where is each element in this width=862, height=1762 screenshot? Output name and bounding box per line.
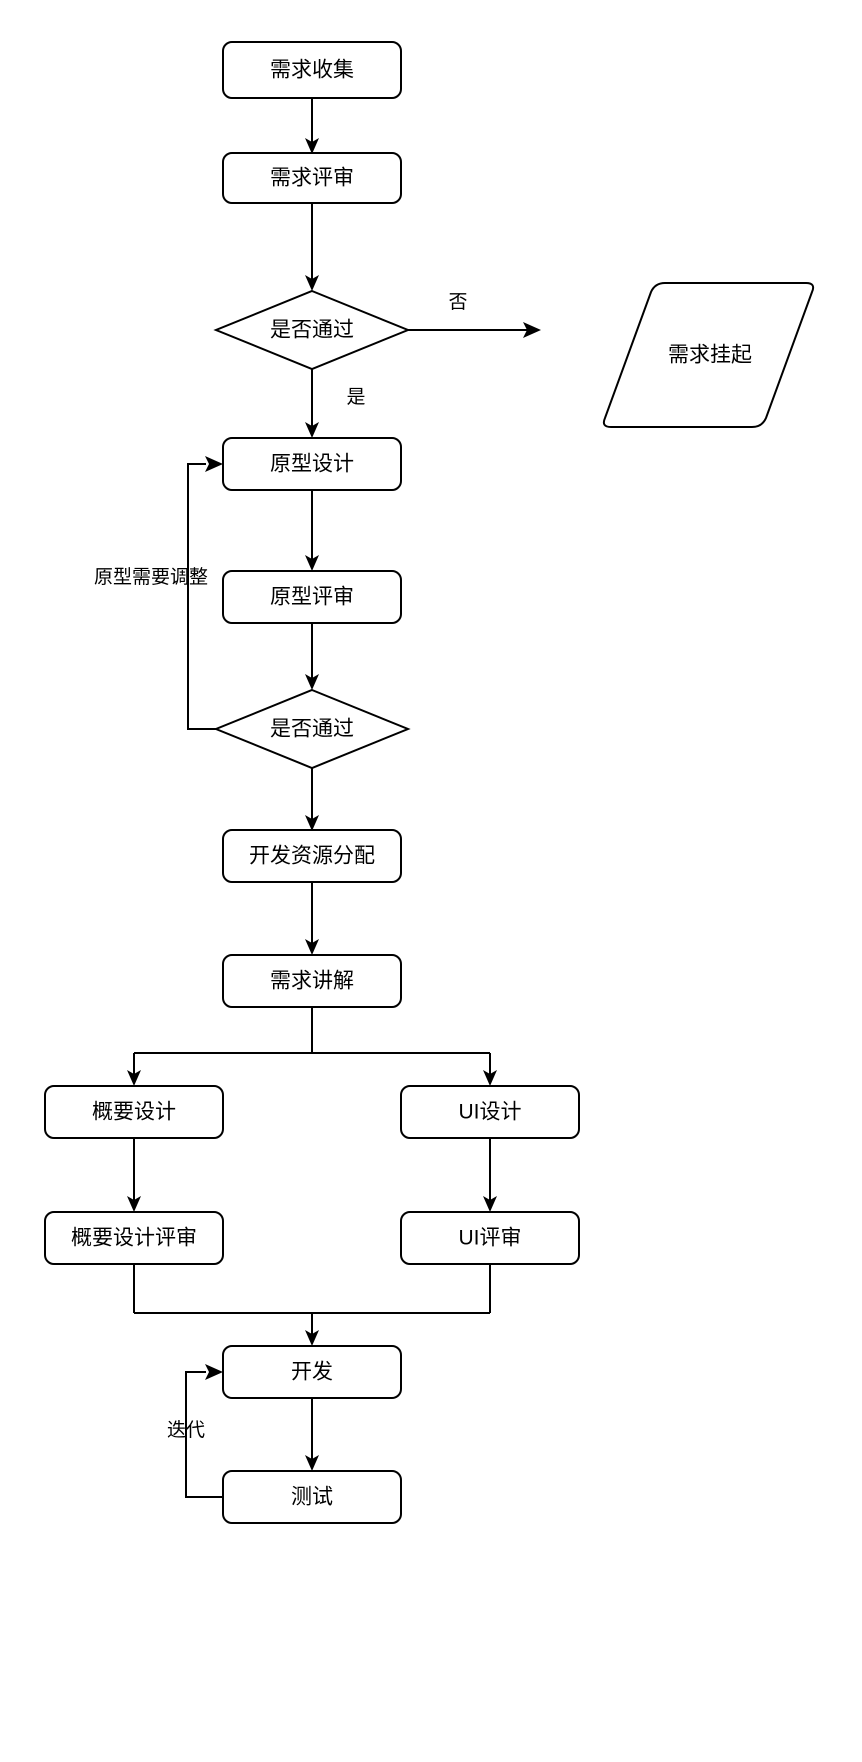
edge-label-yes: 是 — [346, 387, 365, 408]
edge-ui-design-to-ui-review — [483, 1138, 497, 1212]
node-label: 原型评审 — [270, 586, 354, 609]
node-shape-diamond[interactable] — [213, 289, 411, 371]
node-label: UI评审 — [459, 1227, 522, 1250]
edge-resource-allocation-to-requirement-briefing — [305, 882, 319, 955]
node-testing[interactable]: 测试 — [222, 1470, 402, 1524]
edge-prototype-review-to-decision — [305, 623, 319, 690]
node-shape-rounded-rect[interactable] — [222, 1470, 402, 1524]
node-requirement-review[interactable]: 需求评审 — [222, 152, 402, 204]
node-shape-rounded-rect[interactable] — [400, 1211, 580, 1265]
node-label: 开发资源分配 — [249, 845, 375, 868]
edge-requirement-review-to-decision — [305, 203, 319, 291]
node-shape-rounded-rect[interactable] — [222, 570, 402, 624]
edge-decision-to-prototype-design: 是 — [305, 369, 366, 438]
node-label: 开发 — [291, 1361, 333, 1384]
edge-iteration-loop: 迭代 — [167, 1364, 223, 1498]
node-ui-review[interactable]: UI评审 — [400, 1211, 580, 1265]
node-label: 测试 — [291, 1486, 333, 1509]
edge-requirement-collect-to-review — [305, 98, 319, 154]
node-outline-design-review[interactable]: 概要设计评审 — [44, 1211, 224, 1265]
edge-decision-to-suspend: 否 — [408, 292, 541, 338]
node-label: 是否通过 — [270, 319, 354, 342]
node-shape-rounded-rect[interactable] — [400, 1085, 580, 1139]
edge-design-reviews-merge-to-development — [133, 1264, 491, 1346]
node-requirement-pass-decision[interactable]: 是否通过 — [213, 289, 411, 371]
node-development[interactable]: 开发 — [222, 1345, 402, 1399]
node-shape-rounded-rect[interactable] — [222, 954, 402, 1008]
node-shape-diamond[interactable] — [213, 688, 411, 770]
node-label: 需求评审 — [270, 167, 354, 190]
node-shape-parallelogram[interactable] — [602, 282, 815, 428]
node-label: 需求讲解 — [270, 970, 354, 993]
edge-development-to-testing — [305, 1398, 319, 1471]
node-prototype-pass-decision[interactable]: 是否通过 — [213, 688, 411, 770]
node-label: 需求收集 — [270, 59, 354, 82]
node-prototype-design[interactable]: 原型设计 — [222, 437, 402, 491]
node-shape-rounded-rect[interactable] — [44, 1211, 224, 1265]
edge-prototype-rework-loop: 原型需要调整 — [94, 456, 223, 730]
node-development-resource-allocation[interactable]: 开发资源分配 — [222, 829, 402, 883]
edge-outline-design-to-outline-review — [127, 1138, 141, 1212]
edge-prototype-design-to-review — [305, 490, 319, 571]
node-label: 概要设计 — [92, 1101, 176, 1124]
node-outline-design[interactable]: 概要设计 — [44, 1085, 224, 1139]
node-requirement-collection[interactable]: 需求收集 — [222, 41, 402, 99]
node-prototype-review[interactable]: 原型评审 — [222, 570, 402, 624]
node-label: UI设计 — [459, 1101, 522, 1124]
edge-label-no: 否 — [448, 292, 467, 313]
edge-label-prototype-rework: 原型需要调整 — [94, 566, 208, 588]
node-label: 需求挂起 — [668, 344, 752, 367]
node-label: 原型设计 — [270, 453, 354, 476]
node-label: 是否通过 — [270, 718, 354, 741]
edge-prototype-decision-to-resource-allocation — [305, 768, 319, 831]
node-shape-rounded-rect[interactable] — [222, 829, 402, 883]
node-shape-rounded-rect[interactable] — [222, 41, 402, 99]
edge-requirement-briefing-fork — [127, 1007, 497, 1086]
node-requirement-suspended[interactable]: 需求挂起 — [602, 282, 815, 428]
node-shape-rounded-rect[interactable] — [222, 1345, 402, 1399]
node-label: 概要设计评审 — [71, 1227, 197, 1250]
node-shape-rounded-rect[interactable] — [222, 437, 402, 491]
node-shape-rounded-rect[interactable] — [222, 152, 402, 204]
node-ui-design[interactable]: UI设计 — [400, 1085, 580, 1139]
edge-label-iteration: 迭代 — [167, 1419, 205, 1441]
node-requirement-briefing[interactable]: 需求讲解 — [222, 954, 402, 1008]
node-shape-rounded-rect[interactable] — [44, 1085, 224, 1139]
